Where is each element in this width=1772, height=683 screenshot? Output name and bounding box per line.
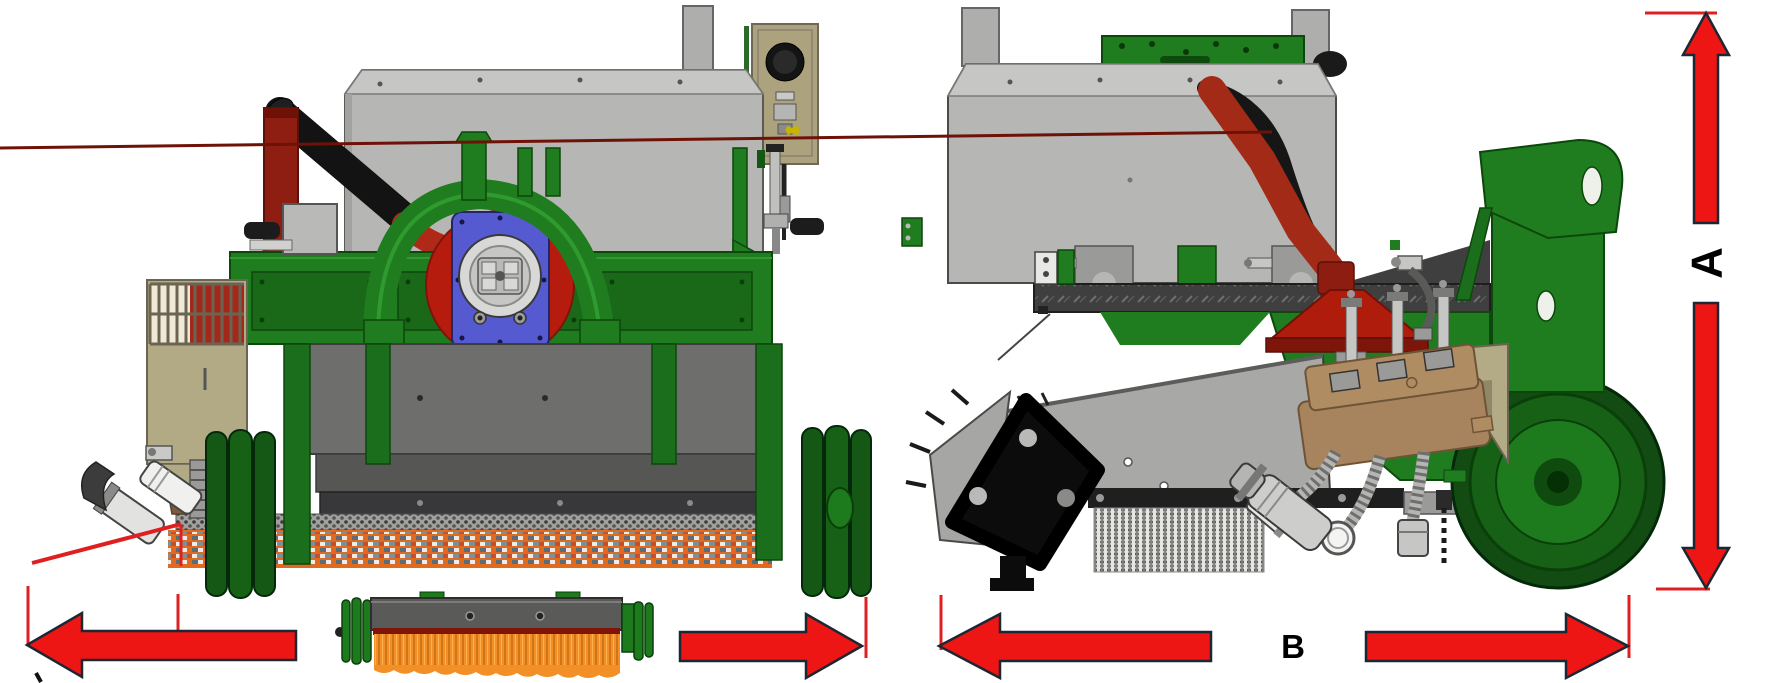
length-label: B [1281, 628, 1305, 665]
left-hitch-bracket [244, 203, 338, 255]
front-width-arrow-left [24, 610, 298, 680]
muffler-cylinder [1229, 462, 1333, 552]
hanging-chain [1436, 490, 1452, 568]
jack-stand [905, 388, 1105, 591]
height-arrow-down [1680, 301, 1732, 591]
front-width-arrow-right [678, 611, 865, 681]
deck-lift-tab [901, 217, 923, 247]
arch-frame [363, 131, 621, 345]
leader-line-diagonal [31, 522, 182, 565]
hose-nozzle-cluster [81, 445, 213, 545]
thin-leader-line [997, 313, 1051, 361]
tow-frame [1390, 138, 1624, 393]
green-frame-sliver [1100, 312, 1270, 345]
frame-hole [1536, 290, 1556, 322]
manifold-rods [1341, 280, 1454, 363]
brush-inset [335, 591, 654, 678]
front-view-right-wheel [801, 425, 872, 599]
front-view-left-wheel [205, 429, 276, 599]
dimension-annotations: B A [24, 10, 1732, 681]
tow-hole [1581, 166, 1603, 206]
length-arrow-left [936, 611, 1213, 681]
height-arrow-up [1680, 10, 1732, 225]
exhaust-stack [682, 5, 714, 79]
blower-plate [451, 211, 550, 349]
length-arrow-right [1364, 611, 1631, 681]
front-view-machine [31, 5, 872, 683]
steel-brush-curtain [1093, 507, 1265, 573]
knob-icon [790, 218, 824, 235]
frame-fittings [1391, 255, 1436, 341]
side-view-machine [0, 7, 1666, 591]
side-stack-left [961, 7, 1000, 67]
manifold-block [1297, 343, 1494, 471]
wheel-forks [283, 343, 783, 565]
height-label: A [1683, 247, 1732, 279]
corner-tick [34, 672, 43, 683]
